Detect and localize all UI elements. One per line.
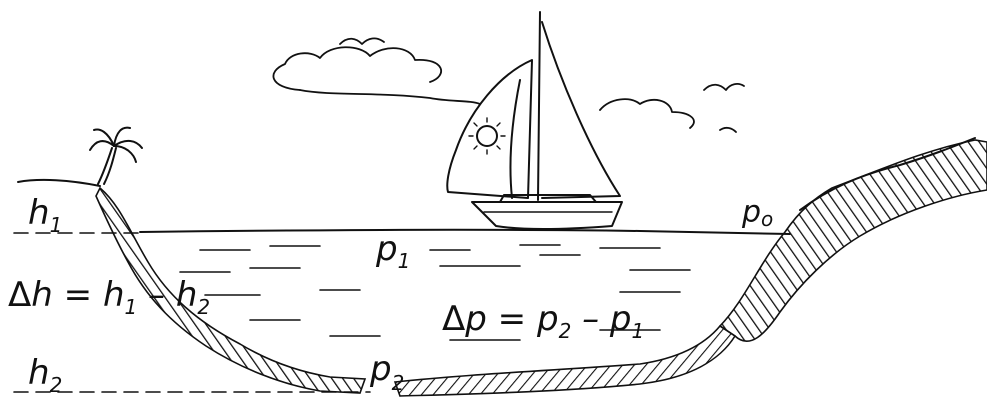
label-h1: h1 [28, 193, 62, 237]
left-shore-outline [18, 180, 100, 186]
equation-delta-p: Δp = p2 – p1 [442, 299, 644, 343]
label-p2: p2 [369, 349, 404, 395]
sun-rays-icon [469, 118, 505, 154]
label-p1: p1 [375, 229, 410, 273]
label-p0: po [741, 195, 773, 231]
palm-tree-icon [90, 128, 142, 184]
cloud-left-tail [300, 90, 480, 104]
birds [340, 38, 744, 132]
sailboat-hull [472, 202, 622, 229]
water-surface [140, 230, 790, 234]
sailboat-mast [538, 12, 540, 200]
sailboat-jib-inner [510, 80, 520, 198]
lake-bed [18, 138, 987, 396]
clouds [273, 47, 694, 128]
right-bank-soil [720, 140, 987, 341]
bird-icon [340, 38, 384, 44]
bird-icon [704, 84, 744, 90]
equation-delta-h: Δh = h1 – h2 [8, 275, 210, 319]
sailboat-mainsail [542, 22, 620, 198]
sun-icon [477, 126, 497, 146]
cloud-left-icon [273, 47, 441, 90]
sailboat-icon [447, 12, 622, 229]
bird-icon [720, 128, 736, 132]
cloud-right-icon [600, 99, 694, 128]
label-h2: h2 [28, 353, 62, 397]
